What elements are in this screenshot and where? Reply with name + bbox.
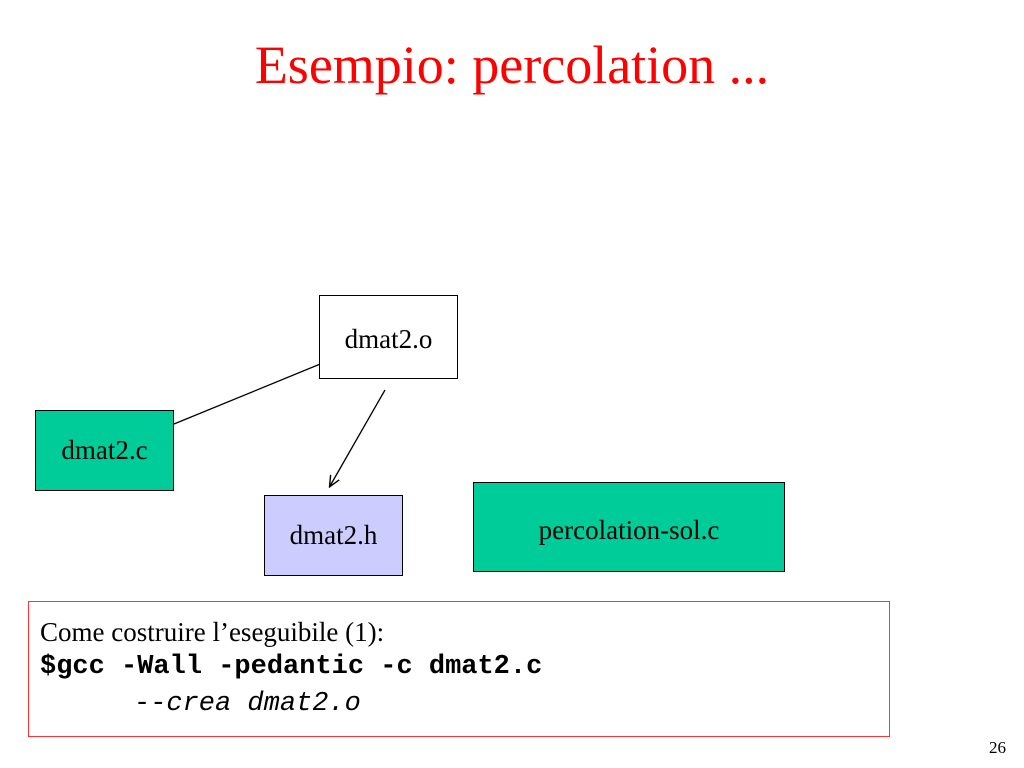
gcc-command-comment: --crea dmat2.o — [134, 689, 361, 719]
node-dmat2-o: dmat2.o — [319, 295, 458, 379]
build-instructions-heading: Come costruire l’eseguibile (1): — [40, 617, 385, 647]
node-dmat2-h-label: dmat2.h — [289, 520, 378, 550]
build-instructions-box: Come costruire l’eseguibile (1): $gcc -W… — [28, 601, 890, 737]
node-percolation-sol-c: percolation-sol.c — [473, 482, 785, 572]
gcc-command: $gcc -Wall -pedantic -c dmat2.c — [40, 652, 543, 682]
node-percolation-sol-c-label: percolation-sol.c — [538, 515, 720, 545]
slide-title: Esempio: percolation ... — [254, 35, 770, 95]
node-dmat2-h: dmat2.h — [264, 495, 403, 576]
node-dmat2-c-label: dmat2.c — [61, 435, 148, 465]
arrow-dmat2o-to-dmat2h — [330, 389, 386, 486]
page-number: 26 — [989, 738, 1006, 757]
node-dmat2-o-label: dmat2.o — [344, 324, 433, 354]
node-dmat2-c: dmat2.c — [35, 410, 174, 491]
connector-dmat2c-to-dmat2o — [173, 359, 331, 425]
